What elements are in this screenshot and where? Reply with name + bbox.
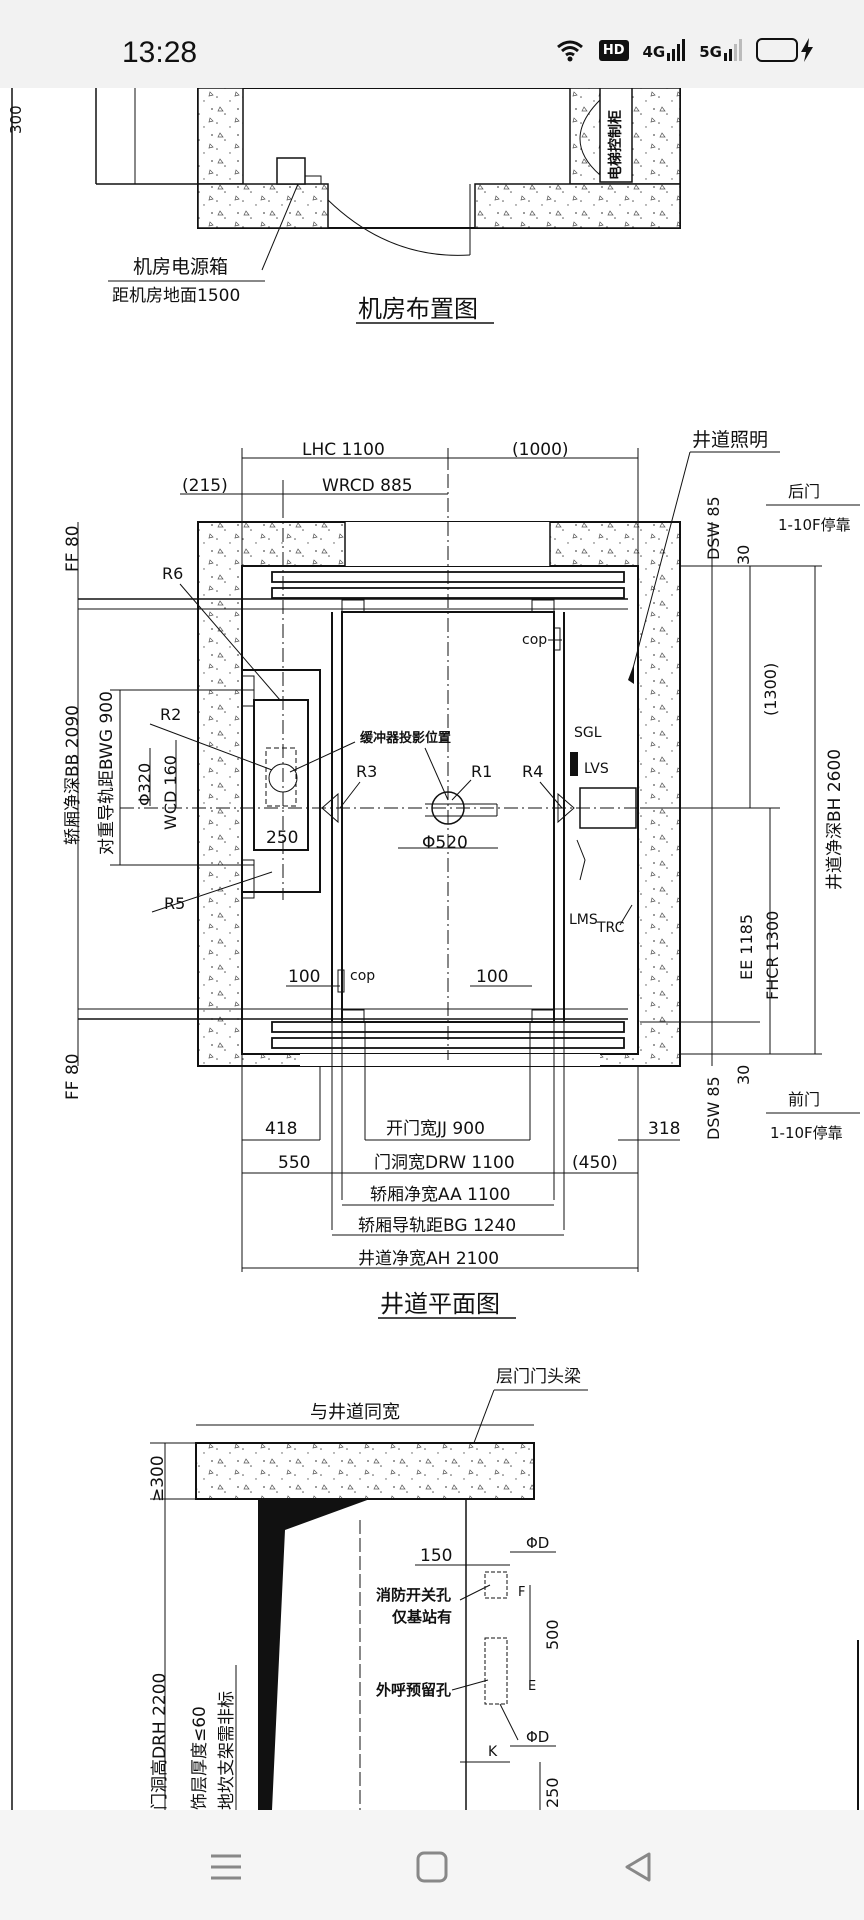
back-button[interactable]	[608, 1842, 668, 1892]
ah-dim: 井道净宽AH 2100	[358, 1249, 499, 1269]
base-only-label: 仅基站有	[391, 1608, 452, 1626]
phi320-dim: Φ320	[135, 763, 154, 806]
wcd-dim: WCD 160	[161, 755, 180, 830]
d500-dim: 500	[543, 1619, 562, 1650]
dim-100-right: 100	[476, 967, 508, 987]
thirty-top-dim: 30	[734, 545, 753, 565]
fire-switch-label: 消防开关孔	[376, 1586, 451, 1604]
shaft-plan-title: 井道平面图	[380, 1290, 500, 1318]
d318-dim: 318	[648, 1119, 680, 1139]
buffer-label: 缓冲器投影位置	[360, 730, 451, 746]
control-cabinet-label: 电梯控制柜	[607, 110, 624, 180]
bb-dim: 轿厢净深BB 2090	[63, 705, 83, 845]
lms-label: LMS	[569, 912, 598, 928]
lhc-dim: LHC 1100	[302, 440, 385, 460]
battery-charging-icon	[756, 38, 814, 62]
menu-button[interactable]	[196, 1842, 256, 1892]
cop-top-label: cop	[522, 632, 547, 648]
back-icon	[625, 1852, 651, 1882]
r5-label: R5	[164, 894, 185, 913]
power-box	[276, 157, 306, 185]
thirty-bottom-dim: 30	[734, 1065, 753, 1085]
hd-icon: HD	[598, 39, 629, 61]
drw-dim: 门洞宽DRW 1100	[374, 1153, 515, 1173]
finish-note: 饰层厚度≤60	[190, 1706, 210, 1810]
d150-dim: 150	[420, 1546, 452, 1566]
d450-dim: (450)	[572, 1153, 618, 1173]
front-door-label: 前门	[788, 1090, 820, 1109]
r6-label: R6	[162, 564, 183, 583]
signal-4g-icon: 4G	[643, 39, 686, 61]
same-width-label: 与井道同宽	[310, 1402, 400, 1423]
menu-icon	[211, 1854, 241, 1880]
bwg-dim: 对重导轨距BWG 900	[97, 691, 117, 855]
front-floors-label: 1-10F停靠	[770, 1124, 843, 1142]
door-section: 与井道同宽 层门门头梁 ≥300 门洞高DRH 2200 饰层厚度≤60 地坎支…	[148, 1367, 859, 1810]
power-box-label: 机房电源箱	[133, 256, 228, 278]
phi-d-top: ΦD	[526, 1534, 549, 1552]
ff-bottom-dim: FF 80	[63, 1053, 83, 1100]
right-gap-dim: (1000)	[512, 440, 569, 460]
drh-dim: 门洞高DRH 2200	[150, 1673, 170, 1810]
home-icon	[416, 1851, 448, 1883]
status-bar: 13:28 HD 4G 5G	[0, 0, 864, 88]
bh-dim: 井道净深BH 2600	[825, 749, 845, 890]
cop-bottom-label: cop	[350, 968, 375, 984]
lvs-label: LVS	[584, 761, 609, 777]
fhcr-dim: FHCR 1300	[763, 911, 782, 1000]
machine-room-plan: 电梯控制柜 机房电源箱 距机房地面1500 机房布置图	[95, 87, 681, 324]
e-label: E	[528, 1679, 536, 1694]
drawing-viewer[interactable]: 300 电梯控制柜 机房电源箱 距机房地面1500 机房布置图	[0, 87, 864, 1810]
d1300-dim: (1300)	[761, 663, 780, 716]
phi520-label: Φ520	[422, 833, 468, 853]
ff-top-dim: FF 80	[63, 525, 83, 572]
navigation-bar	[0, 1810, 864, 1920]
dsw-bottom-dim: DSW 85	[704, 1076, 723, 1140]
dsw-top-dim: DSW 85	[704, 496, 723, 560]
aa-dim: 轿厢净宽AA 1100	[370, 1185, 510, 1205]
dim-100-left: 100	[288, 967, 320, 987]
sgl-label: SGL	[574, 725, 602, 741]
rear-door-label: 后门	[788, 482, 820, 501]
status-time: 13:28	[122, 36, 198, 69]
r1-label: R1	[471, 762, 492, 781]
bg-dim: 轿厢导轨距BG 1240	[358, 1216, 516, 1236]
r4-label: R4	[522, 762, 543, 781]
lighting-label: 井道照明	[692, 429, 768, 451]
dim-250: 250	[266, 828, 298, 848]
signal-5g-icon: 5G	[699, 39, 742, 61]
r3-label: R3	[356, 762, 377, 781]
status-icons: HD 4G 5G	[555, 38, 814, 62]
k-label: K	[488, 1744, 498, 1760]
side-dim-text: 300	[7, 105, 25, 134]
d250-dim: 250	[543, 1777, 562, 1808]
engineering-drawing: 300 电梯控制柜 机房电源箱 距机房地面1500 机房布置图	[7, 87, 860, 1810]
r2-label: R2	[160, 705, 181, 724]
wifi-icon	[556, 40, 583, 62]
machine-room-title: 机房布置图	[358, 295, 478, 323]
power-box-height: 距机房地面1500	[112, 286, 240, 306]
d418-dim: 418	[265, 1119, 297, 1139]
rear-floors-label: 1-10F停靠	[778, 516, 851, 534]
d550-dim: 550	[278, 1153, 310, 1173]
phi-d-bottom: ΦD	[526, 1728, 549, 1746]
min300-dim: ≥300	[148, 1455, 168, 1502]
f-label: F	[518, 1585, 525, 1600]
call-hole-label: 外呼预留孔	[375, 1681, 451, 1699]
lintel-label: 层门门头梁	[496, 1367, 581, 1387]
ee-dim: EE 1185	[737, 914, 756, 980]
wrcd-dim: WRCD 885	[322, 476, 413, 496]
shaft-plan: 250 Φ520 缓冲器投影位置 R1 R2 R3 R4 R5 R6	[63, 429, 860, 1319]
jj-dim: 开门宽JJ 900	[386, 1119, 485, 1139]
sill-note: 地坎支架需非标	[217, 1691, 237, 1810]
trc-label: TRC	[596, 920, 625, 936]
home-button[interactable]	[402, 1842, 462, 1892]
left-gap-dim: (215)	[182, 476, 228, 496]
